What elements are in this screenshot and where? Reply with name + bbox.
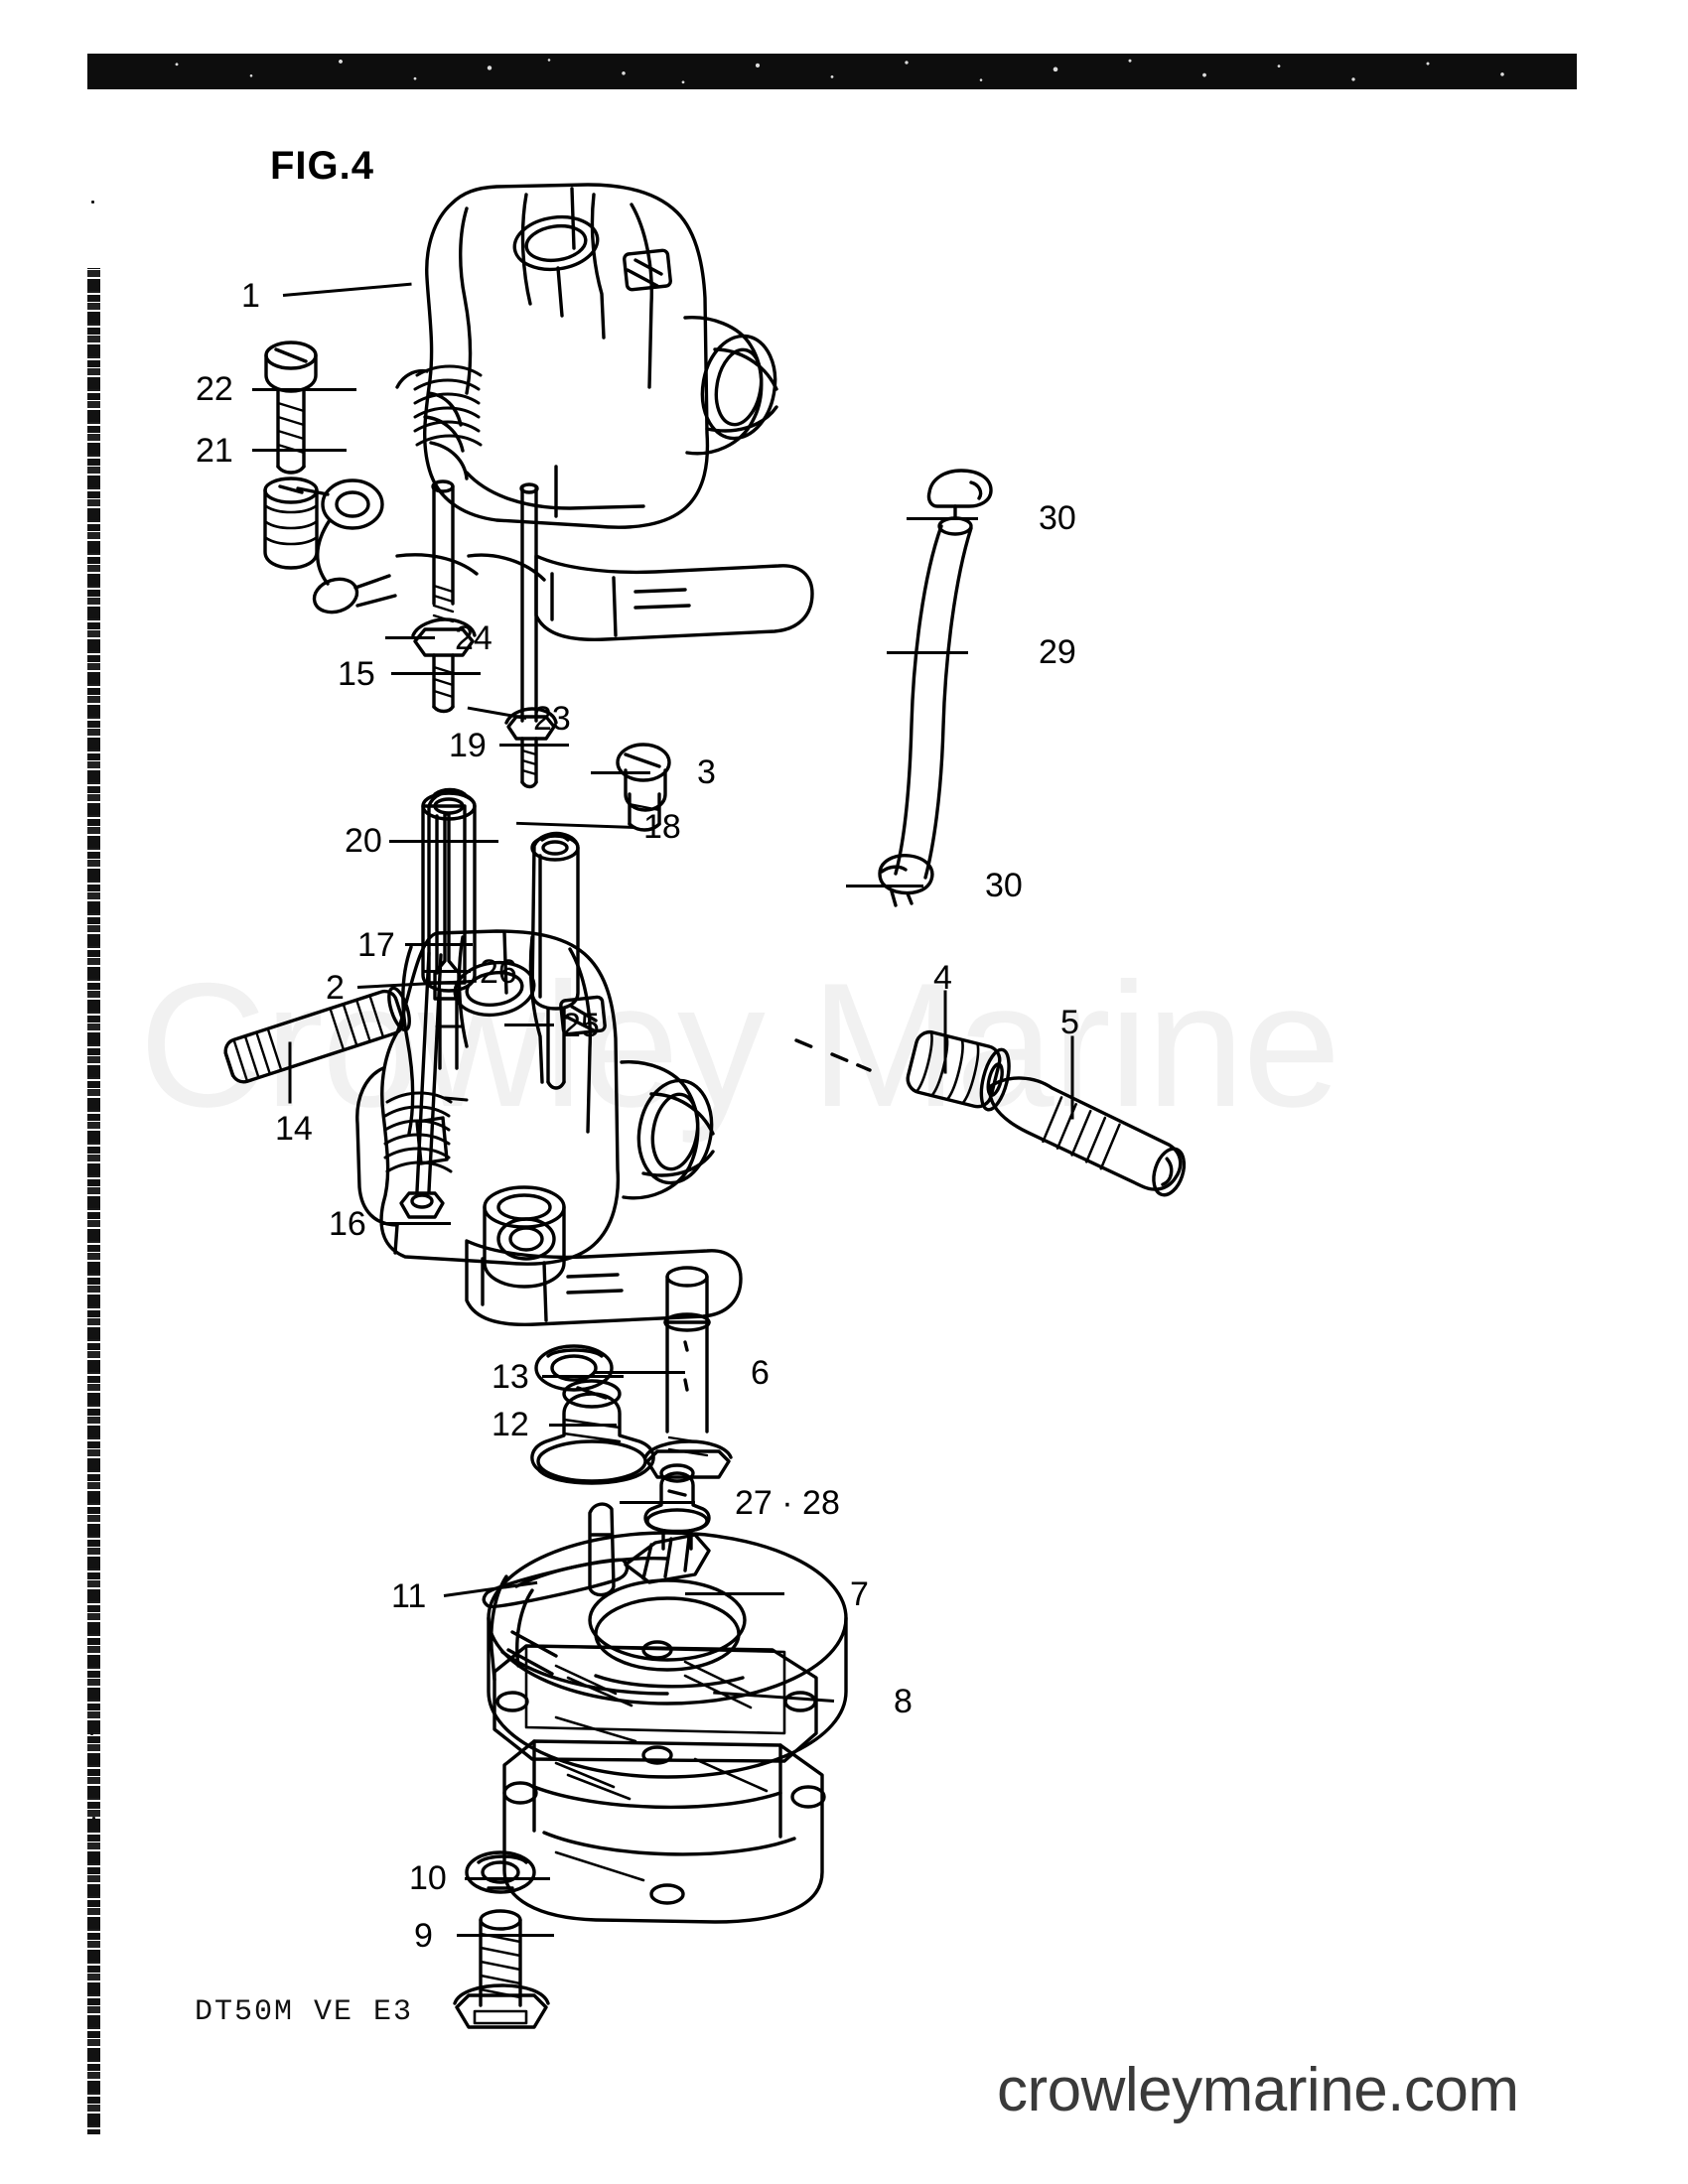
callout-number-4: 4 [933, 959, 952, 997]
callout-leader-line [887, 651, 968, 654]
callout-leader-line [907, 517, 978, 520]
callout-leader-line [282, 282, 412, 297]
callout-leader-line [713, 1691, 835, 1703]
callout-number-25: 25 [562, 1007, 600, 1044]
brand-watermark-url: crowleymarine.com [997, 2056, 1519, 2124]
callout-number-2: 2 [326, 969, 345, 1007]
scan-artifact-specks [89, 149, 99, 2115]
figure-title: FIG.4 [270, 144, 375, 188]
scan-artifact-spine [87, 89, 100, 2134]
callout-number-18: 18 [643, 808, 681, 846]
callout-leader-line [516, 821, 636, 829]
callout-number-22: 22 [196, 370, 233, 408]
callout-number-17: 17 [357, 926, 395, 964]
callout-number-6: 6 [751, 1354, 770, 1392]
callout-leader-line [1070, 1035, 1074, 1120]
callout-leader-line [591, 771, 650, 774]
callout-leader-line [465, 1877, 550, 1880]
callout-leader-line [356, 979, 477, 989]
callout-number-29: 29 [1039, 633, 1076, 671]
callout-number-30_bottom: 30 [985, 867, 1023, 904]
callout-leader-line [252, 449, 347, 452]
callout-leader-line [467, 706, 527, 720]
callout-number-26: 26 [480, 953, 517, 991]
callout-number-5: 5 [1060, 1004, 1079, 1041]
callout-number-11: 11 [391, 1577, 427, 1615]
callout-leader-line [685, 1592, 784, 1595]
callout-leader-line [405, 943, 473, 946]
callout-leader-line [443, 1580, 538, 1597]
watermark-text: Crowley Marine [139, 946, 1340, 1144]
callout-leader-line [594, 1371, 685, 1374]
callout-number-12: 12 [492, 1406, 529, 1443]
callout-number-30_top: 30 [1039, 499, 1076, 537]
callout-leader-line [499, 744, 569, 747]
callout-number-23: 23 [533, 700, 571, 738]
callout-leader-line [389, 840, 498, 843]
callout-number-8: 8 [894, 1683, 913, 1720]
callout-number-19: 19 [449, 727, 487, 764]
callout-number-10: 10 [409, 1859, 447, 1897]
callout-leader-line [252, 388, 356, 391]
callout-number-16: 16 [329, 1205, 366, 1243]
callout-leader-line [383, 1222, 451, 1225]
callout-number-15: 15 [338, 655, 375, 693]
scan-artifact-band [87, 54, 1577, 89]
callout-number-21: 21 [196, 432, 233, 470]
model-code-label: DT50M VE E3 [195, 1995, 414, 2029]
callout-leader-line [943, 990, 947, 1074]
callout-leader-line [549, 1424, 617, 1427]
callout-number-27_28: 27 · 28 [735, 1484, 840, 1522]
scan-artifact-spine-fade [87, 89, 100, 268]
callout-leader-line [391, 672, 481, 675]
callout-number-7: 7 [850, 1575, 869, 1613]
callout-number-24: 24 [455, 619, 492, 657]
callout-number-3: 3 [697, 753, 716, 791]
callout-number-20: 20 [345, 822, 382, 860]
callout-leader-line [385, 636, 435, 639]
callout-leader-line [846, 885, 923, 887]
callout-number-1: 1 [241, 277, 260, 315]
callout-leader-line [504, 1024, 554, 1026]
callout-number-14: 14 [275, 1110, 313, 1148]
callout-number-9: 9 [414, 1917, 433, 1955]
callout-leader-line [620, 1501, 695, 1504]
callout-leader-line [423, 970, 471, 973]
callout-leader-line [457, 1934, 554, 1937]
callout-leader-line [288, 1041, 292, 1104]
callout-number-13: 13 [492, 1358, 529, 1396]
callout-leader-line [542, 1375, 624, 1378]
